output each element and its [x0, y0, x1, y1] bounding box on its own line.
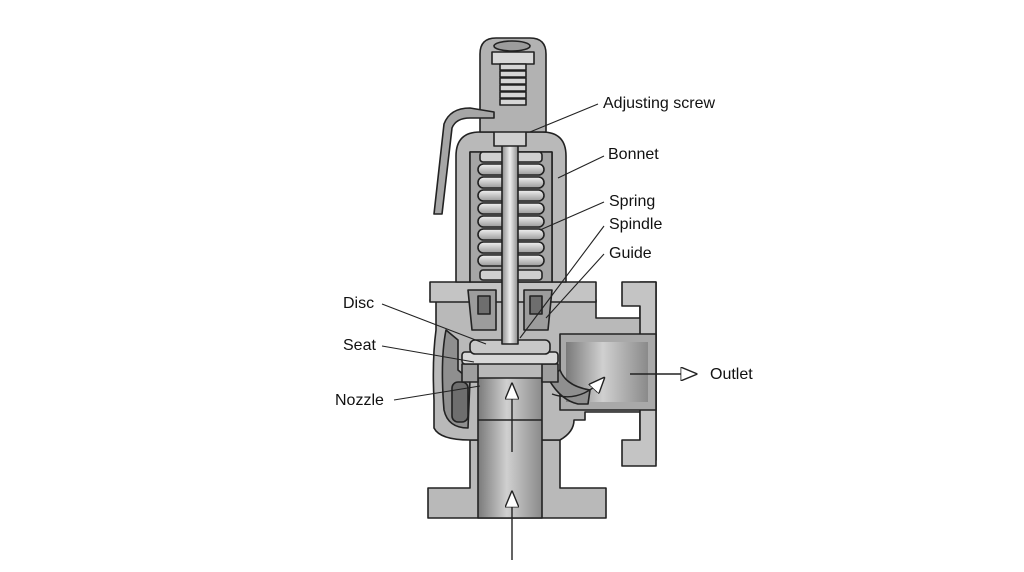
leader-adjusting-screw [529, 103, 599, 133]
label-spring: Spring [609, 193, 656, 210]
lifting-lever [433, 107, 495, 215]
label-spindle: Spindle [609, 216, 663, 233]
leader-seat [381, 345, 475, 363]
leader-spindle [519, 225, 605, 339]
label-disc: Disc [343, 295, 375, 312]
leader-bonnet [557, 155, 605, 179]
label-outlet: Outlet [710, 366, 753, 383]
label-bonnet: Bonnet [608, 146, 659, 163]
label-guide: Guide [609, 245, 652, 262]
leader-guide [545, 253, 605, 319]
nozzle [477, 377, 543, 519]
label-seat: Seat [343, 337, 376, 354]
label-adjusting-screw: Adjusting screw [603, 95, 716, 112]
leader-spring [539, 201, 605, 231]
leader-disc [381, 303, 487, 345]
label-nozzle: Nozzle [335, 392, 384, 409]
discharge-flow-arrow [551, 378, 604, 398]
adjusting-screw [499, 63, 527, 106]
leader-nozzle [393, 385, 481, 401]
